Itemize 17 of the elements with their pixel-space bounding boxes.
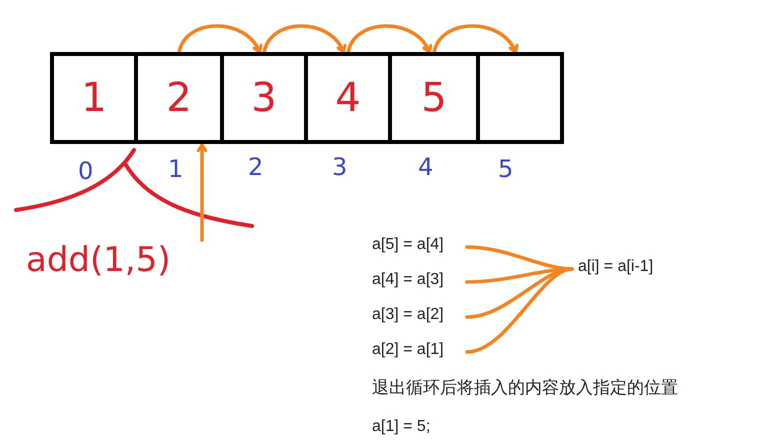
code-line: a[1] = 5; (372, 418, 430, 436)
index-number: 1 (168, 155, 184, 183)
code-line: a[5] = a[4] (372, 236, 444, 254)
connector-line (465, 245, 574, 271)
arrow (196, 143, 208, 242)
code-line: a[2] = a[1] (372, 341, 444, 359)
connector-line (465, 267, 574, 354)
note-text: 退出循环后将插入的内容放入指定的位置 (372, 377, 678, 399)
function-call: add(1,5) (26, 240, 171, 280)
index-number: 4 (418, 153, 434, 181)
code-line: a[3] = a[2] (372, 306, 444, 324)
index-number: 3 (332, 153, 348, 181)
index-number: 0 (78, 157, 94, 185)
code-line: a[4] = a[3] (372, 271, 444, 289)
index-number: 2 (248, 153, 264, 181)
code-line: a[i] = a[i-1] (578, 258, 654, 276)
index-number: 5 (498, 155, 514, 183)
